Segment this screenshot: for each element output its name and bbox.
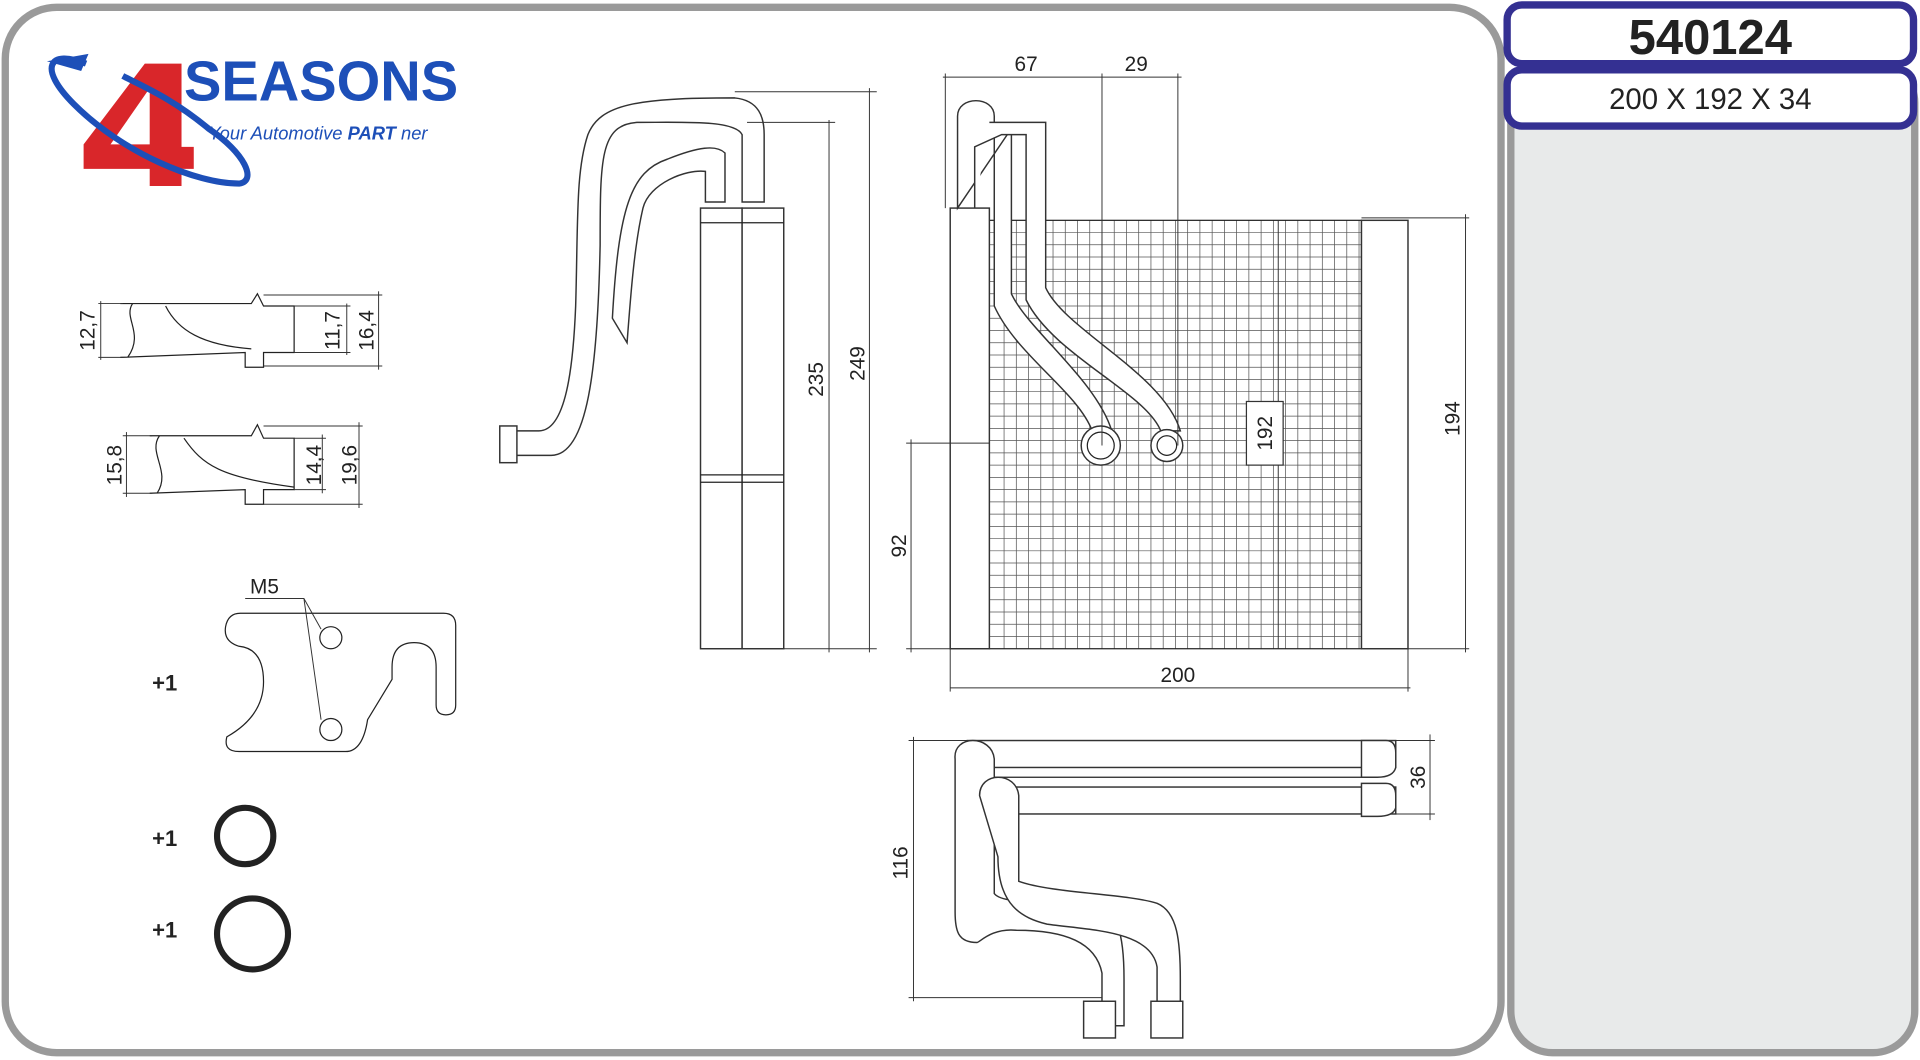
- dim-67: 67: [1015, 53, 1038, 76]
- o-ring-small: +1: [152, 804, 277, 868]
- dim-36: 36: [1407, 766, 1430, 789]
- dim-29: 29: [1125, 53, 1148, 76]
- bracket-quantity: +1: [152, 670, 177, 695]
- o-ring-large: +1: [152, 895, 292, 973]
- dim-194: 194: [1441, 401, 1464, 436]
- dim-fitting2-outer: 19,6: [339, 445, 362, 485]
- dim-fitting1-left: 12,7: [77, 310, 100, 350]
- side-panel: [1507, 57, 1919, 1057]
- bracket-thread-label: M5: [250, 576, 279, 599]
- part-number: 540124: [1629, 11, 1792, 65]
- dim-92: 92: [888, 534, 911, 557]
- logo-wordmark: SEASONS: [184, 49, 458, 112]
- dimensions-box: 200 X 192 X 34: [1503, 66, 1918, 130]
- dim-116: 116: [889, 846, 912, 879]
- dim-200: 200: [1161, 664, 1196, 687]
- evaporator-front-view: 67 29 200 194 192 92: [888, 53, 1470, 692]
- fitting-detail-small: 12,7 11,7 16,4: [77, 291, 383, 370]
- logo-tagline: Your Automotive PART ner: [208, 123, 428, 144]
- brand-logo: SEASONS Your Automotive PART ner: [46, 49, 458, 187]
- evaporator-top-view: 116 36: [889, 734, 1435, 1039]
- overall-dimensions: 200 X 192 X 34: [1609, 83, 1811, 116]
- logo-four: [83, 63, 194, 187]
- o-ring-large-quantity: +1: [152, 918, 177, 943]
- evaporator-side-view: 235 249: [499, 88, 877, 653]
- dim-fitting2-inner: 14,4: [303, 445, 326, 485]
- dim-249: 249: [847, 346, 870, 381]
- o-ring-small-quantity: +1: [152, 826, 177, 851]
- dim-192: 192: [1254, 416, 1277, 451]
- fitting-detail-large: 15,8 14,4 19,6: [104, 422, 363, 508]
- mounting-bracket: M5 +1: [152, 576, 457, 753]
- dim-235: 235: [805, 362, 828, 397]
- part-number-box: 540124: [1503, 1, 1918, 68]
- logo-swoosh: [48, 55, 251, 187]
- dim-fitting1-inner: 11,7: [321, 311, 344, 350]
- core-fin-grid: [989, 220, 1362, 649]
- dim-fitting1-outer: 16,4: [356, 310, 379, 350]
- dim-fitting2-left: 15,8: [104, 445, 127, 485]
